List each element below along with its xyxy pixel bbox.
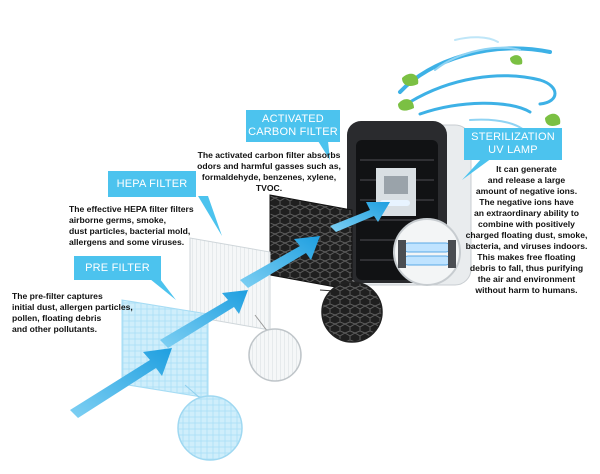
leaf-icon (398, 55, 561, 126)
sterilization-desc-line: an extraordinary ability to (473, 208, 580, 218)
pre-filter-desc-line: and other pollutants. (12, 324, 97, 334)
hepa-detail (248, 314, 302, 382)
purifier-unit (347, 121, 472, 286)
sterilization-desc-line: without harm to humans. (475, 285, 578, 295)
carbon-desc-line: TVOC. (255, 183, 283, 193)
sterilization-desc-line: This makes free floating (477, 252, 576, 262)
sterilization-label-line1: STERILIZATION (471, 131, 555, 143)
pre-filter-label-text: PRE FILTER (85, 261, 150, 274)
carbon-desc-line: formaldehyde, benzenes, xylene, (201, 172, 337, 182)
sterilization-desc-line: The negative ions have (479, 197, 574, 207)
activated-carbon-label-line1: ACTIVATED (262, 113, 324, 125)
sterilization-desc-line: charged floating dust, smoke, (465, 230, 588, 240)
wind-swirl-icon (398, 36, 557, 135)
carbon-detail (319, 281, 383, 343)
hepa-filter-description: The effective HEPA filter filters airbor… (69, 204, 209, 248)
sterilization-desc-line: and release a large (487, 175, 566, 185)
hepa-filter-desc-line: dust particles, bacterial mold, (69, 226, 191, 236)
flow-arrow-icon (70, 202, 390, 418)
sterilization-desc-line: It can generate (496, 164, 557, 174)
pre-filter-desc-line: initial dust, allergen particles, (12, 302, 133, 312)
sterilization-description: It can generate and release a large amou… (464, 164, 589, 296)
pre-filter-detail (177, 384, 243, 461)
hepa-filter-label-text: HEPA FILTER (116, 177, 188, 190)
carbon-desc-line: The activated carbon filter absorbs (197, 150, 341, 160)
pre-filter-desc-line: The pre-filter captures (12, 291, 103, 301)
sterilization-desc-line: amount of negative ions. (475, 186, 578, 196)
hepa-filter-desc-line: airborne germs, smoke, (69, 215, 166, 225)
pre-filter-label: PRE FILTER (74, 256, 161, 280)
hepa-filter-label: HEPA FILTER (108, 171, 196, 197)
pre-filter-desc-line: pollen, floating debris (12, 313, 102, 323)
pre-filter-description: The pre-filter captures initial dust, al… (12, 291, 142, 335)
sterilization-desc-line: the air and environment (477, 274, 576, 284)
sterilization-label-line2: UV LAMP (488, 144, 538, 156)
sterilization-desc-line: bacteria, and viruses indoors. (465, 241, 588, 251)
activated-carbon-description: The activated carbon filter absorbs odor… (193, 150, 345, 194)
sterilization-desc-line: debris to fall, thus purifying (469, 263, 584, 273)
hepa-filter-desc-line: allergens and some viruses. (69, 237, 185, 247)
carbon-desc-line: odors and harmful gasses such as, (197, 161, 341, 171)
sterilization-desc-line: combine with positively (478, 219, 575, 229)
hepa-filter-desc-line: The effective HEPA filter filters (69, 204, 194, 214)
uv-lamp-detail (393, 218, 461, 286)
sterilization-label: STERILIZATION UV LAMP (464, 128, 562, 160)
activated-carbon-label-line2: CARBON FILTER (248, 126, 338, 138)
activated-carbon-label: ACTIVATED CARBON FILTER (246, 110, 340, 142)
callout-pointers (150, 141, 492, 300)
